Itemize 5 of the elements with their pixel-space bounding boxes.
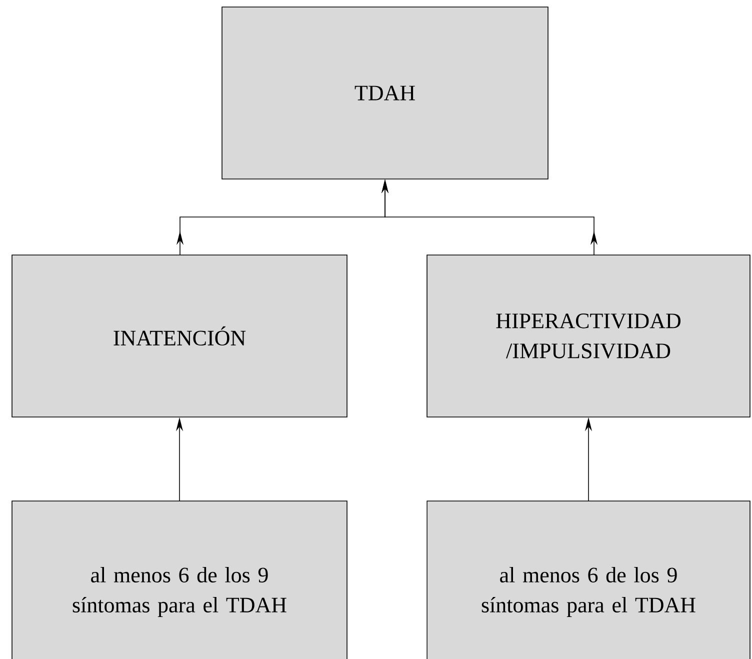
process-box: HIPERACTIVIDAD /IMPULSIVIDAD bbox=[426, 254, 750, 418]
process-box: INATENCIÓN bbox=[12, 254, 348, 418]
process-box: al menos 6 de los 9 síntomas para el TDAH bbox=[12, 500, 348, 659]
process-box: al menos 6 de los 9 síntomas para el TDAH bbox=[426, 500, 750, 659]
process-box: TDAH bbox=[222, 6, 548, 180]
